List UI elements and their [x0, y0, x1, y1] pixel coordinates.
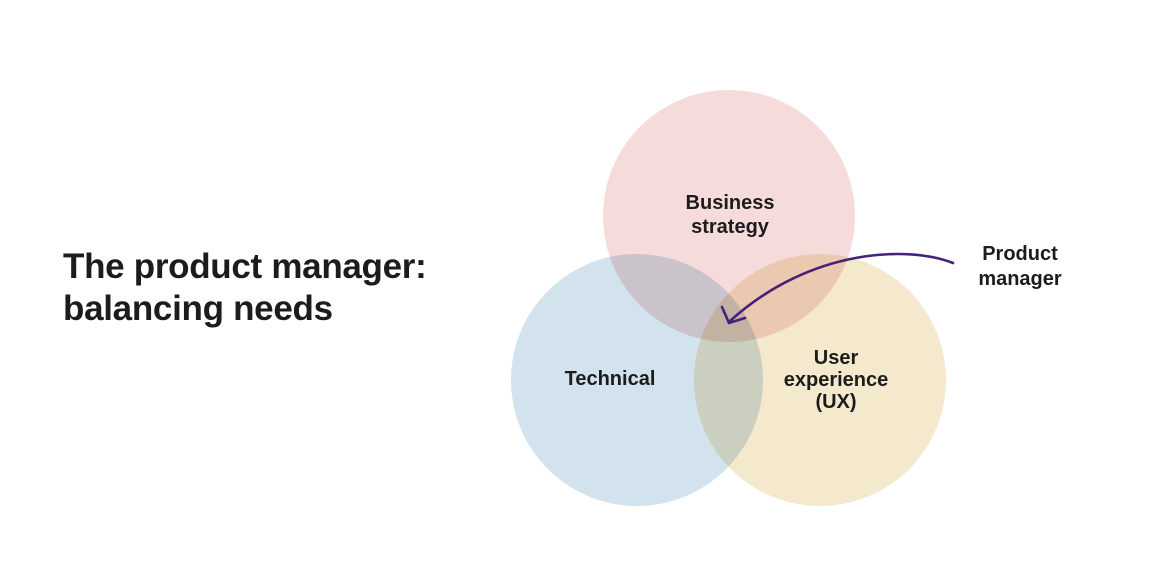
label-business-strategy: Business strategy	[685, 192, 775, 238]
page-title: The product manager: balancing needs	[63, 247, 427, 328]
label-user-experience: User experience (UX)	[783, 347, 889, 413]
label-technical: Technical	[564, 368, 656, 390]
annotation-product-manager: Product manager	[978, 243, 1062, 290]
